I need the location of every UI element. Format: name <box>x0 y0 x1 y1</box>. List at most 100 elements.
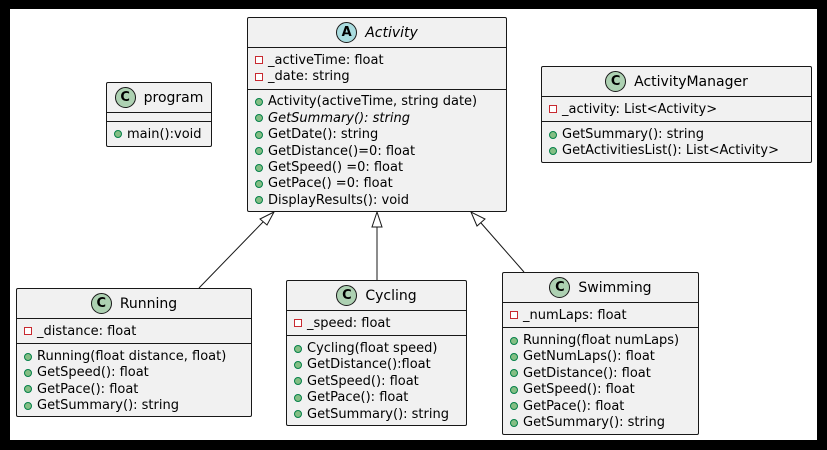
public-marker-icon <box>114 130 122 139</box>
class-header: C Running <box>17 289 251 319</box>
method-row: GetNumLaps(): float <box>503 349 698 365</box>
class-badge: C <box>90 293 112 314</box>
private-marker-icon <box>294 319 302 328</box>
method-row: GetDistance():float <box>287 357 466 373</box>
fields-section <box>107 113 211 121</box>
class-name: ActivityManager <box>634 73 748 90</box>
abstract-class-badge: A <box>336 22 358 43</box>
method-row: GetSummary(): string <box>17 398 251 414</box>
inheritance-edges <box>198 210 525 289</box>
class-activity-manager: C ActivityManager _activity: List<Activi… <box>541 66 812 163</box>
field-row: _distance: float <box>17 323 251 339</box>
method-row: GetPace() =0: float <box>248 176 506 192</box>
class-header: C Cycling <box>287 281 466 311</box>
class-running: C Running _distance: float Running(float… <box>16 288 252 417</box>
field-row: _speed: float <box>287 315 466 331</box>
method-row: DisplayResults(): void <box>248 192 506 208</box>
fields-section: _speed: float <box>287 311 466 335</box>
class-badge: C <box>605 71 627 92</box>
methods-section: main():void <box>107 121 211 146</box>
public-marker-icon <box>549 130 557 139</box>
private-marker-icon <box>510 311 518 320</box>
private-marker-icon <box>24 327 32 336</box>
class-name: Activity <box>365 24 418 41</box>
method-row: Running(float numLaps) <box>503 332 698 348</box>
class-program: C program main():void <box>106 82 212 147</box>
method-row: GetSummary(): string <box>542 126 811 142</box>
public-marker-icon <box>510 369 518 378</box>
class-badge: C <box>549 277 571 298</box>
field-row: _date: string <box>248 68 506 84</box>
method-row: Running(float distance, float) <box>17 348 251 364</box>
method-row: GetPace(): float <box>17 381 251 397</box>
method-row: GetPace(): float <box>287 390 466 406</box>
method-row: GetSummary(): string <box>503 414 698 430</box>
class-activity: A Activity _activeTime: float _date: str… <box>247 17 507 212</box>
method-row: GetDistance(): float <box>503 365 698 381</box>
public-marker-icon <box>294 344 302 353</box>
public-marker-icon <box>24 352 32 361</box>
method-row: Cycling(float speed) <box>287 340 466 356</box>
class-name: program <box>143 89 204 106</box>
class-name: Cycling <box>365 287 417 304</box>
field-row: _activeTime: float <box>248 52 506 68</box>
inheritance-arrowhead <box>470 210 486 227</box>
class-header: A Activity <box>248 18 506 48</box>
public-marker-icon <box>255 179 263 188</box>
fields-section: _activeTime: float _date: string <box>248 48 506 89</box>
class-header: C program <box>107 83 211 113</box>
methods-section: GetSummary(): string GetActivitiesList()… <box>542 121 811 163</box>
class-badge: C <box>114 87 136 108</box>
method-row: GetActivitiesList(): List<Activity> <box>542 143 811 159</box>
method-row: GetDistance()=0: float <box>248 143 506 159</box>
public-marker-icon <box>294 360 302 369</box>
method-row: GetSpeed(): float <box>17 365 251 381</box>
class-cycling: C Cycling _speed: float Cycling(float sp… <box>286 280 467 426</box>
abstract-method-row: GetSummary(): string <box>248 110 506 126</box>
method-row: GetPace(): float <box>503 398 698 414</box>
public-marker-icon <box>294 393 302 402</box>
methods-section: Running(float numLaps) GetNumLaps(): flo… <box>503 327 698 434</box>
class-header: C Swimming <box>503 273 698 303</box>
class-name: Swimming <box>578 279 652 296</box>
public-marker-icon <box>510 385 518 394</box>
diagram-canvas: A Activity _activeTime: float _date: str… <box>10 9 817 440</box>
public-marker-icon <box>510 336 518 345</box>
field-row: _numLaps: float <box>503 307 698 323</box>
public-marker-icon <box>255 114 263 123</box>
public-marker-icon <box>294 410 302 419</box>
inheritance-arrowhead <box>371 210 383 228</box>
methods-section: Cycling(float speed) GetDistance():float… <box>287 335 466 426</box>
class-header: C ActivityManager <box>542 67 811 97</box>
private-marker-icon <box>255 56 263 65</box>
method-row: GetDate(): string <box>248 127 506 143</box>
public-marker-icon <box>255 130 263 139</box>
inheritance-arrowhead <box>259 210 276 226</box>
public-marker-icon <box>294 377 302 386</box>
method-row: GetSummary(): string <box>287 406 466 422</box>
method-row: GetSpeed() =0: float <box>248 159 506 175</box>
class-name: Running <box>119 295 178 312</box>
public-marker-icon <box>255 147 263 156</box>
fields-section: _distance: float <box>17 319 251 343</box>
methods-section: Activity(activeTime, string date) GetSum… <box>248 88 506 213</box>
fields-section: _activity: List<Activity> <box>542 97 811 121</box>
public-marker-icon <box>510 352 518 361</box>
field-row: _activity: List<Activity> <box>542 101 811 117</box>
public-marker-icon <box>510 418 518 427</box>
public-marker-icon <box>24 368 32 377</box>
edge-swimming-activity <box>480 222 525 273</box>
private-marker-icon <box>255 72 263 81</box>
public-marker-icon <box>255 163 263 172</box>
method-row: Activity(activeTime, string date) <box>248 94 506 110</box>
class-swimming: C Swimming _numLaps: float Running(float… <box>502 272 699 435</box>
method-row: GetSpeed(): float <box>503 382 698 398</box>
method-row: GetSpeed(): float <box>287 373 466 389</box>
public-marker-icon <box>549 146 557 155</box>
public-marker-icon <box>24 401 32 410</box>
public-marker-icon <box>255 97 263 106</box>
class-badge: C <box>336 285 358 306</box>
method-row: main():void <box>107 126 211 142</box>
edge-running-activity <box>198 221 264 289</box>
private-marker-icon <box>549 105 557 114</box>
